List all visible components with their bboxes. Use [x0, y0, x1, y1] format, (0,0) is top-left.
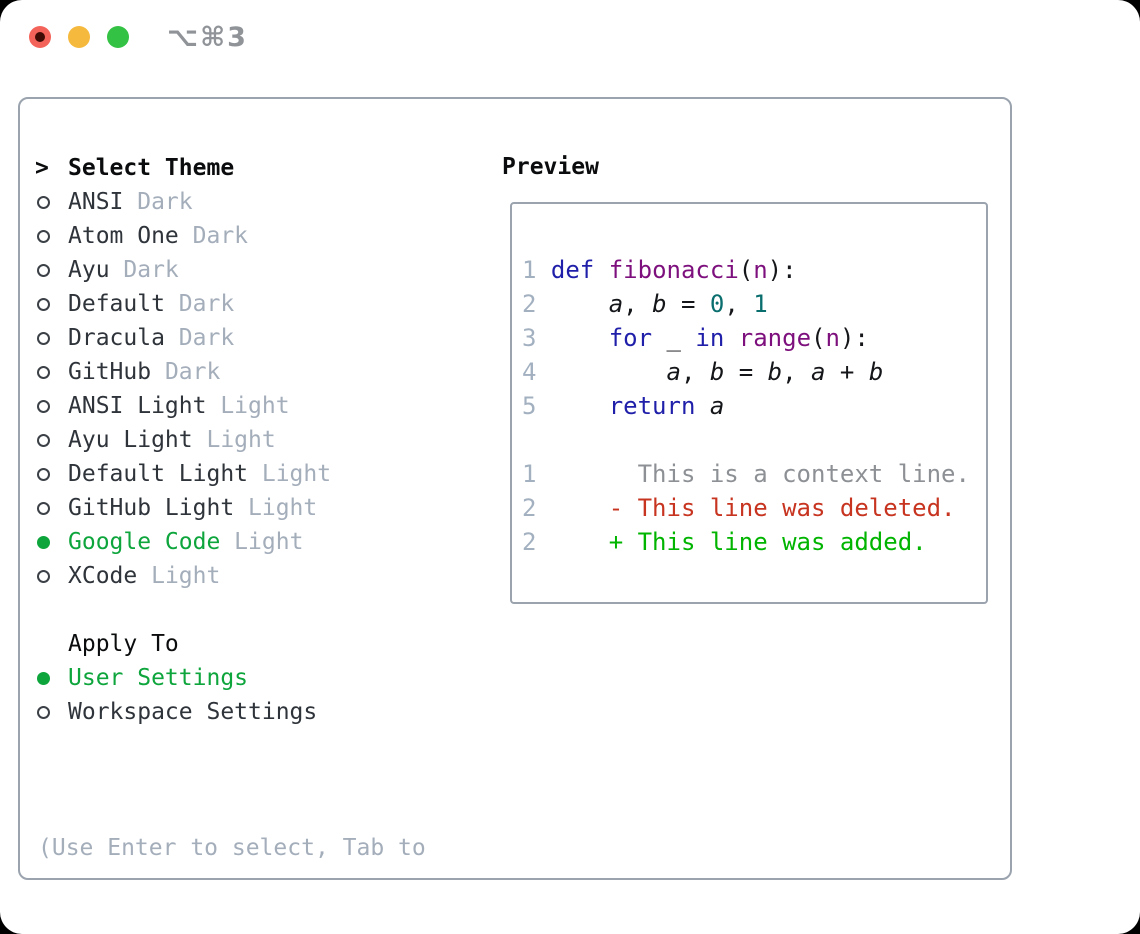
radio-icon [35, 399, 68, 413]
apply-option-label: Workspace Settings [68, 699, 318, 725]
theme-option-ayu-light-light[interactable]: Ayu Light Light [35, 423, 331, 457]
code-line [522, 423, 986, 457]
code-line: 1 This is a context line. [522, 460, 970, 488]
preview-box: 1 def fibonacci(n): 2 a, b = 0, 1 3 for _ … [510, 202, 988, 604]
theme-option-label: Ayu Dark [68, 257, 179, 283]
theme-option-label: GitHub Dark [68, 359, 221, 385]
radio-icon [37, 399, 50, 413]
radio-icon [37, 331, 50, 345]
theme-option-ansi-dark[interactable]: ANSI Dark [35, 185, 331, 219]
theme-option-github-light-light[interactable]: GitHub Light Light [35, 491, 331, 525]
theme-option-label: Ayu Light Light [68, 427, 276, 453]
radio-selected-icon [37, 535, 50, 549]
apply-option-label: User Settings [68, 665, 249, 691]
radio-icon [35, 433, 68, 447]
radio-icon [37, 263, 50, 277]
titlebar: ⌥⌘3 [0, 0, 1140, 74]
radio-icon [37, 501, 50, 515]
theme-option-dracula-dark[interactable]: Dracula Dark [35, 321, 331, 355]
radio-icon [37, 195, 50, 209]
apply-to-title: Apply To [68, 631, 179, 657]
theme-option-label: ANSI Light Light [68, 393, 290, 419]
select-theme-header: > Select Theme [35, 151, 331, 185]
theme-option-label: GitHub Light Light [68, 495, 318, 521]
radio-icon [37, 467, 50, 481]
theme-option-label: Default Dark [68, 291, 235, 317]
preview-title: Preview [502, 154, 599, 180]
radio-icon [35, 569, 68, 583]
radio-icon [35, 365, 68, 379]
theme-option-label: Google Code Light [68, 529, 304, 555]
theme-option-ayu-dark[interactable]: Ayu Dark [35, 253, 331, 287]
radio-icon [37, 569, 50, 583]
apply-option-workspace-settings[interactable]: Workspace Settings [35, 695, 317, 729]
radio-icon [35, 535, 68, 549]
code-line: 3 for _ in range(n): [522, 324, 869, 352]
help-line-1: (Use Enter to select, Tab to [38, 835, 426, 861]
code-line: 5 return a [522, 392, 725, 420]
theme-option-default-light-light[interactable]: Default Light Light [35, 457, 331, 491]
radio-icon-wrap [35, 671, 68, 685]
code-line: 4 a, b = b, a + b [522, 358, 884, 386]
window-title: ⌥⌘3 [167, 22, 248, 53]
theme-option-label: XCode Light [68, 563, 221, 589]
theme-option-default-dark[interactable]: Default Dark [35, 287, 331, 321]
radio-icon-wrap [35, 705, 68, 719]
code-line: 1 def fibonacci(n): [522, 256, 797, 284]
help-text: (Use Enter to select, Tab to change focu… [38, 763, 426, 934]
theme-list-title: Select Theme [68, 155, 235, 181]
theme-option-atom-one-dark[interactable]: Atom One Dark [35, 219, 331, 253]
theme-option-google-code-light[interactable]: Google Code Light [35, 525, 331, 559]
radio-icon [35, 263, 68, 277]
radio-icon [37, 229, 50, 243]
code-line: 2 a, b = 0, 1 [522, 290, 768, 318]
code-preview: 1 def fibonacci(n): 2 a, b = 0, 1 3 for _ … [512, 204, 986, 559]
code-line: 2 - This line was deleted. [522, 494, 956, 522]
minimize-button[interactable] [68, 26, 90, 48]
radio-icon [35, 297, 68, 311]
close-button[interactable] [29, 26, 51, 48]
theme-option-label: Dracula Dark [68, 325, 235, 351]
theme-option-label: Default Light Light [68, 461, 332, 487]
zoom-button[interactable] [107, 26, 129, 48]
radio-icon [35, 195, 68, 209]
apply-to-header-row: Apply To [35, 627, 317, 661]
apply-option-user-settings[interactable]: User Settings [35, 661, 317, 695]
theme-option-xcode-light[interactable]: XCode Light [35, 559, 331, 593]
code-line: 2 + This line was added. [522, 528, 927, 556]
theme-option-label: ANSI Dark [68, 189, 193, 215]
cursor-icon: > [35, 155, 49, 181]
theme-option-github-dark[interactable]: GitHub Dark [35, 355, 331, 389]
radio-icon [35, 501, 68, 515]
radio-icon [37, 297, 50, 311]
radio-selected-icon [37, 671, 50, 685]
radio-icon [37, 705, 50, 719]
radio-icon [35, 229, 68, 243]
theme-option-ansi-light-light[interactable]: ANSI Light Light [35, 389, 331, 423]
radio-icon [37, 365, 50, 379]
radio-icon [35, 467, 68, 481]
radio-icon [35, 331, 68, 345]
radio-icon [37, 433, 50, 447]
theme-option-label: Atom One Dark [68, 223, 249, 249]
